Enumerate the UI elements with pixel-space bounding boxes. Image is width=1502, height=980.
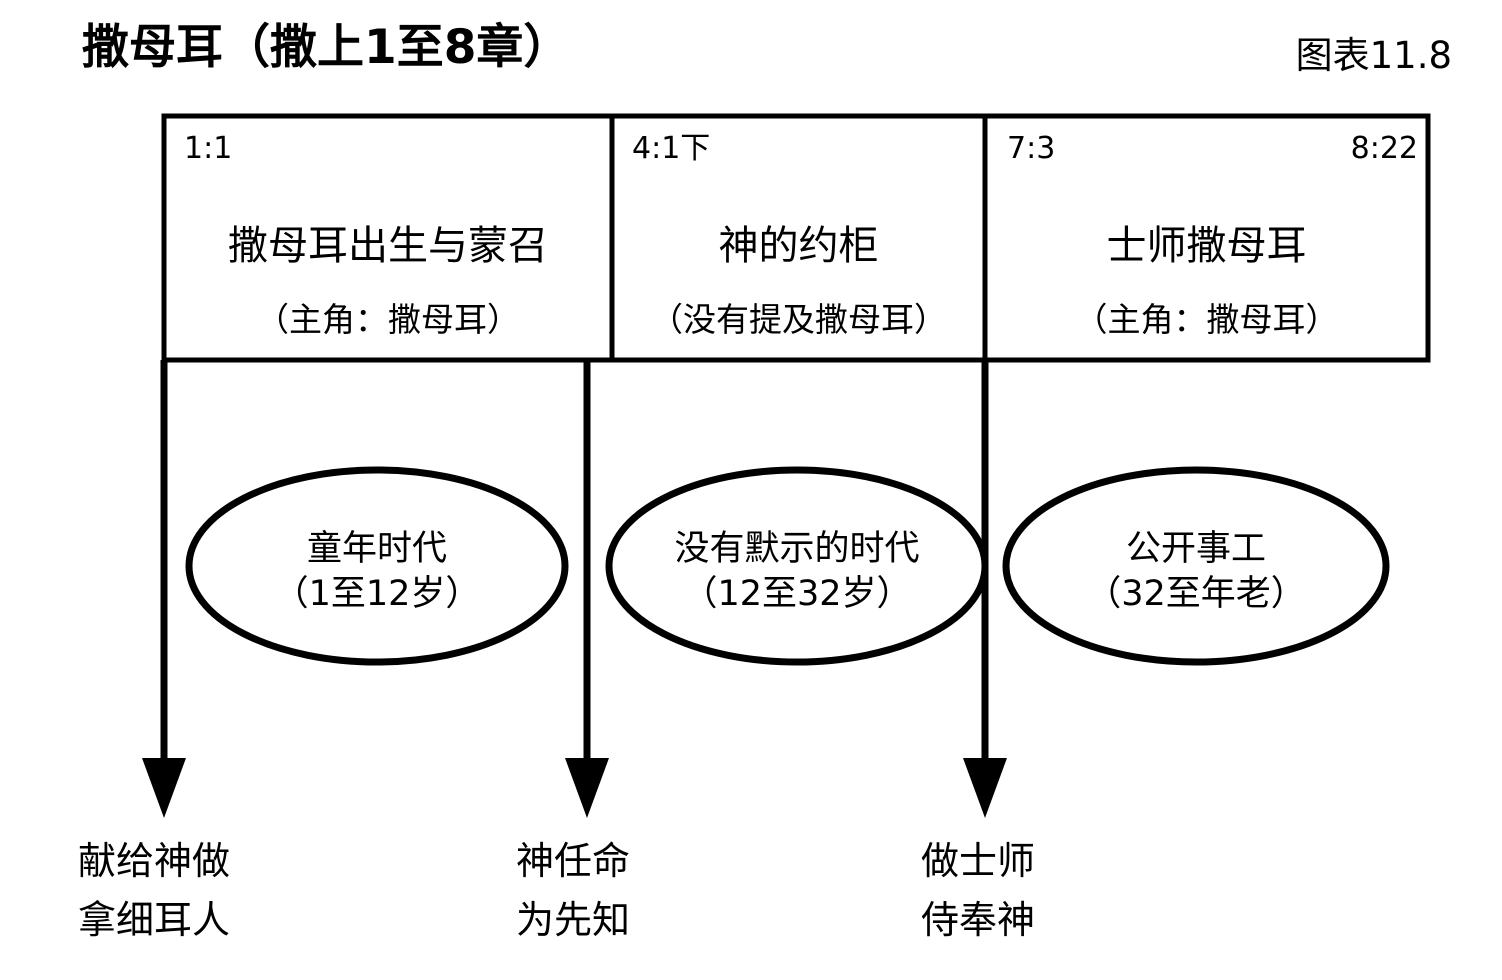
section-note-2: （没有提及撒母耳） xyxy=(650,300,947,339)
period-range-3: （32至年老） xyxy=(1086,573,1306,614)
outcome-line1-3: 做士师 xyxy=(921,839,1036,883)
period-ellipse-2 xyxy=(605,466,989,666)
timeline-arrowhead-2 xyxy=(565,758,609,818)
period-label-3: 公开事工 （32至年老） xyxy=(1006,527,1386,617)
timeline-arrowhead-1 xyxy=(142,758,186,818)
period-label-1: 童年时代 （1至12岁） xyxy=(189,527,565,617)
period-range-2: （12至32岁） xyxy=(682,573,912,614)
section-start-ref-1: 1:1 xyxy=(184,131,233,166)
outcome-line2-2: 为先知 xyxy=(516,897,631,942)
section-end-ref-3: 8:22 xyxy=(1350,131,1418,166)
section-note-1: （主角：撒母耳） xyxy=(256,300,520,339)
outcome-line2-1: 拿细耳人 xyxy=(78,897,231,942)
period-ellipse-3 xyxy=(1002,466,1390,666)
period-title-1: 童年时代 xyxy=(306,529,447,569)
figure-number-label: 图表11.8 xyxy=(1295,34,1452,77)
section-title-1: 撒母耳出生与蒙召 xyxy=(228,223,548,269)
period-title-3: 公开事工 xyxy=(1125,529,1266,569)
outcome-label-1: 献给神做 拿细耳人 xyxy=(78,832,230,950)
outcome-line1-1: 献给神做 xyxy=(78,839,231,883)
period-ellipse-1 xyxy=(185,466,569,666)
period-title-2: 没有默示的时代 xyxy=(674,529,920,569)
outcome-line1-2: 神任命 xyxy=(516,839,631,883)
page-title: 撒母耳（撒上1至8章） xyxy=(82,20,571,75)
period-label-2: 没有默示的时代 （12至32岁） xyxy=(609,527,985,617)
section-title-3: 士师撒母耳 xyxy=(1106,223,1307,269)
period-range-1: （1至12岁） xyxy=(273,573,481,614)
section-note-3: （主角：撒母耳） xyxy=(1074,300,1339,339)
timeline-arrowhead-3 xyxy=(963,758,1007,818)
section-title-2: 神的约柜 xyxy=(718,223,879,269)
section-start-ref-3: 7:3 xyxy=(1007,131,1056,166)
sections-box xyxy=(161,113,1431,363)
outcome-label-2: 神任命 为先知 xyxy=(516,832,630,950)
outcome-line2-3: 侍奉神 xyxy=(921,897,1036,942)
outcome-label-3: 做士师 侍奉神 xyxy=(921,832,1035,950)
section-start-ref-2: 4:1下 xyxy=(632,131,711,166)
